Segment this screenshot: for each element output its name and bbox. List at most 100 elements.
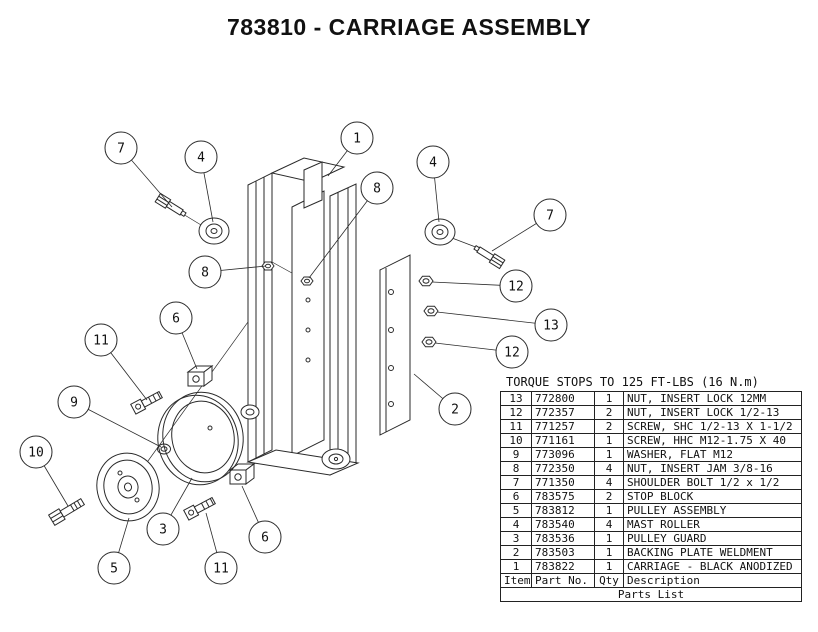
page-title: 783810 - CARRIAGE ASSEMBLY	[226, 14, 592, 40]
column-header-qty: Qty	[594, 573, 624, 588]
svg-text:3: 3	[159, 523, 167, 538]
exploded-view-drawing	[47, 157, 506, 527]
table-row: 6 783575 2 STOP BLOCK	[500, 489, 802, 504]
cell-description: PULLEY GUARD	[623, 531, 802, 546]
callout-balloon: 8	[308, 171, 394, 279]
cell-description: NUT, INSERT JAM 3/8-16	[623, 461, 802, 476]
column-header-row: Item Part No. Qty Description	[500, 573, 802, 588]
callout-balloon: 4	[416, 145, 450, 223]
cell-part-no: 773096	[531, 447, 595, 462]
callout-balloon: 6	[159, 301, 198, 370]
cell-description: BACKING PLATE WELDMENT	[623, 545, 802, 560]
cell-qty: 1	[594, 531, 624, 546]
svg-text:9: 9	[70, 396, 78, 411]
cell-description: MAST ROLLER	[623, 517, 802, 532]
svg-text:6: 6	[261, 531, 269, 546]
table-row: 7 771350 4 SHOULDER BOLT 1/2 x 1/2	[500, 475, 802, 490]
callout-balloon: 1	[327, 121, 374, 177]
cell-item: 11	[500, 419, 532, 434]
svg-text:12: 12	[504, 346, 520, 361]
cell-item: 9	[500, 447, 532, 462]
svg-text:8: 8	[201, 266, 209, 281]
cell-part-no: 771161	[531, 433, 595, 448]
cell-part-no: 771257	[531, 419, 595, 434]
cell-qty: 1	[594, 503, 624, 518]
svg-text:4: 4	[197, 151, 205, 166]
insert-nut-icons-right	[418, 275, 439, 348]
table-row: 12 772357 2 NUT, INSERT LOCK 1/2-13	[500, 405, 802, 420]
svg-text:1: 1	[353, 132, 361, 147]
cell-part-no: 783575	[531, 489, 595, 504]
cell-part-no: 771350	[531, 475, 595, 490]
table-row: 13 772800 1 NUT, INSERT LOCK 12MM	[500, 391, 802, 406]
table-row: 11 771257 2 SCREW, SHC 1/2-13 X 1-1/2	[500, 419, 802, 434]
column-header-item: Item	[500, 573, 532, 588]
cell-part-no: 783503	[531, 545, 595, 560]
hhc-screw	[47, 497, 86, 527]
column-header-description: Description	[623, 573, 802, 588]
cell-description: SCREW, SHC 1/2-13 X 1-1/2	[623, 419, 802, 434]
cell-qty: 1	[594, 545, 624, 560]
table-row: 9 773096 1 WASHER, FLAT M12	[500, 447, 802, 462]
cell-description: PULLEY ASSEMBLY	[623, 503, 802, 518]
parts-list-footer-label: Parts List	[500, 587, 802, 602]
parts-list-table: 13 772800 1 NUT, INSERT LOCK 12MM 12 772…	[500, 391, 802, 602]
cell-qty: 1	[594, 391, 624, 406]
cell-description: NUT, INSERT LOCK 12MM	[623, 391, 802, 406]
svg-text:7: 7	[117, 142, 125, 157]
cell-item: 2	[500, 545, 532, 560]
cell-part-no: 772800	[531, 391, 595, 406]
cell-item: 3	[500, 531, 532, 546]
cell-part-no: 772357	[531, 405, 595, 420]
shoulder-bolt-right	[473, 245, 506, 270]
cell-part-no: 783822	[531, 559, 595, 574]
cell-item: 4	[500, 517, 532, 532]
cell-qty: 1	[594, 559, 624, 574]
svg-text:5: 5	[110, 562, 118, 577]
cell-qty: 4	[594, 475, 624, 490]
cell-description: WASHER, FLAT M12	[623, 447, 802, 462]
cell-qty: 4	[594, 461, 624, 476]
cell-description: SHOULDER BOLT 1/2 x 1/2	[623, 475, 802, 490]
svg-text:8: 8	[373, 182, 381, 197]
insert-nut-icons-channel	[261, 261, 314, 286]
callout-balloon: 11	[204, 512, 238, 585]
cell-qty: 4	[594, 517, 624, 532]
cell-part-no: 783812	[531, 503, 595, 518]
shc-screw-lower	[183, 496, 216, 521]
callout-balloon: 12	[431, 269, 533, 303]
callout-balloon: 5	[97, 517, 131, 585]
table-row: 8 772350 4 NUT, INSERT JAM 3/8-16	[500, 461, 802, 476]
callout-balloon: 8	[188, 255, 267, 289]
table-row: 5 783812 1 PULLEY ASSEMBLY	[500, 503, 802, 518]
cell-item: 12	[500, 405, 532, 420]
cell-item: 7	[500, 475, 532, 490]
pulley-guard	[157, 391, 244, 486]
cell-description: STOP BLOCK	[623, 489, 802, 504]
carriage-channel	[246, 157, 360, 476]
svg-text:11: 11	[213, 562, 229, 577]
stop-block-upper	[186, 365, 214, 387]
mast-roller-bottom	[240, 404, 351, 470]
cell-item: 10	[500, 433, 532, 448]
callout-balloon: 10	[19, 435, 69, 507]
backing-plate	[379, 254, 411, 436]
callout-balloon: 6	[241, 485, 282, 554]
torque-note: TORQUE STOPS TO 125 FT-LBS (16 N.m)	[506, 375, 759, 389]
cell-qty: 1	[594, 433, 624, 448]
cell-part-no: 783540	[531, 517, 595, 532]
svg-text:6: 6	[172, 312, 180, 327]
cell-item: 6	[500, 489, 532, 504]
callout-balloon: 7	[491, 198, 567, 252]
cell-qty: 2	[594, 489, 624, 504]
parts-list-body: 13 772800 1 NUT, INSERT LOCK 12MM 12 772…	[500, 391, 802, 602]
callout-balloon: 11	[84, 323, 148, 401]
callout-balloon: 9	[57, 385, 162, 448]
parts-list-footer-row: Parts List	[500, 587, 802, 602]
cell-part-no: 783536	[531, 531, 595, 546]
svg-text:4: 4	[429, 156, 437, 171]
cell-qty: 1	[594, 447, 624, 462]
svg-text:2: 2	[451, 403, 459, 418]
table-row: 3 783536 1 PULLEY GUARD	[500, 531, 802, 546]
